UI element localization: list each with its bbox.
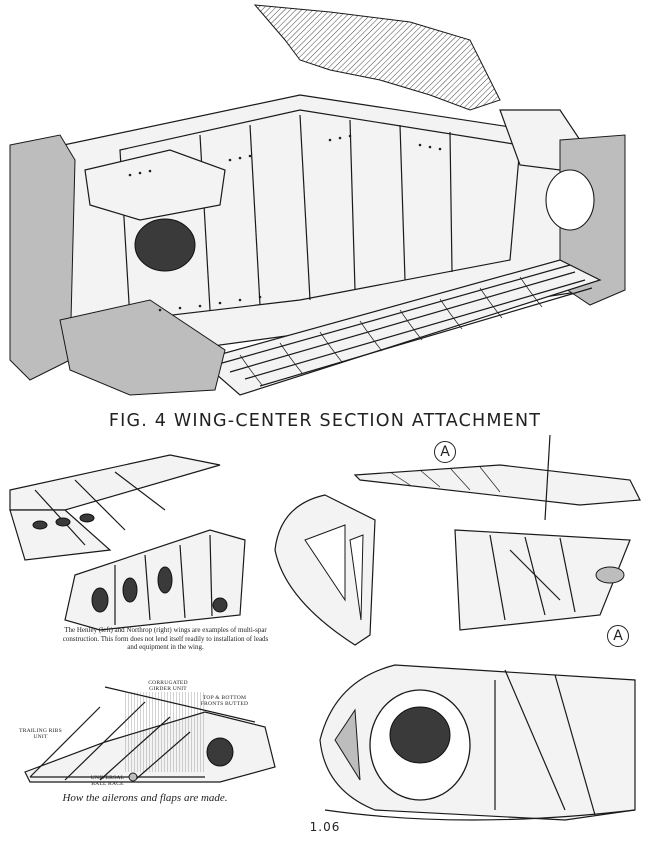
wing-center-section-illustration <box>9 4 626 396</box>
label-trailing-ribs: TRAILING RIBS UNIT <box>19 728 62 741</box>
callout-a-top: A <box>434 441 456 463</box>
figure-title: FIG. 4 WING-CENTER SECTION ATTACHMENT <box>108 411 542 431</box>
northrop-wing-illustration <box>64 529 246 631</box>
wing-rib-illustration <box>274 494 376 646</box>
callout-a-detail: A <box>607 625 629 647</box>
henley-wing-illustration <box>9 454 221 561</box>
ailerons-caption: How the ailerons and flaps are made. <box>62 792 228 804</box>
page-number: 1.06 <box>309 820 341 834</box>
wing-cutaway-illustration <box>319 664 636 821</box>
detail-a-illustration <box>454 529 631 631</box>
label-corrugated-girder: CORRUGATED GIRDER UNIT <box>148 680 188 693</box>
airplane-wing-illustration <box>353 434 641 521</box>
label-ball-race: UNIVERSAL BALL RACE <box>90 775 125 788</box>
label-top-bottom: TOP & BOTTOM FRONTS BUTTED <box>200 695 249 708</box>
multi-spar-caption: The Henley (left) and Northrop (right) w… <box>62 626 269 652</box>
aileron-frame-illustration <box>24 686 276 783</box>
